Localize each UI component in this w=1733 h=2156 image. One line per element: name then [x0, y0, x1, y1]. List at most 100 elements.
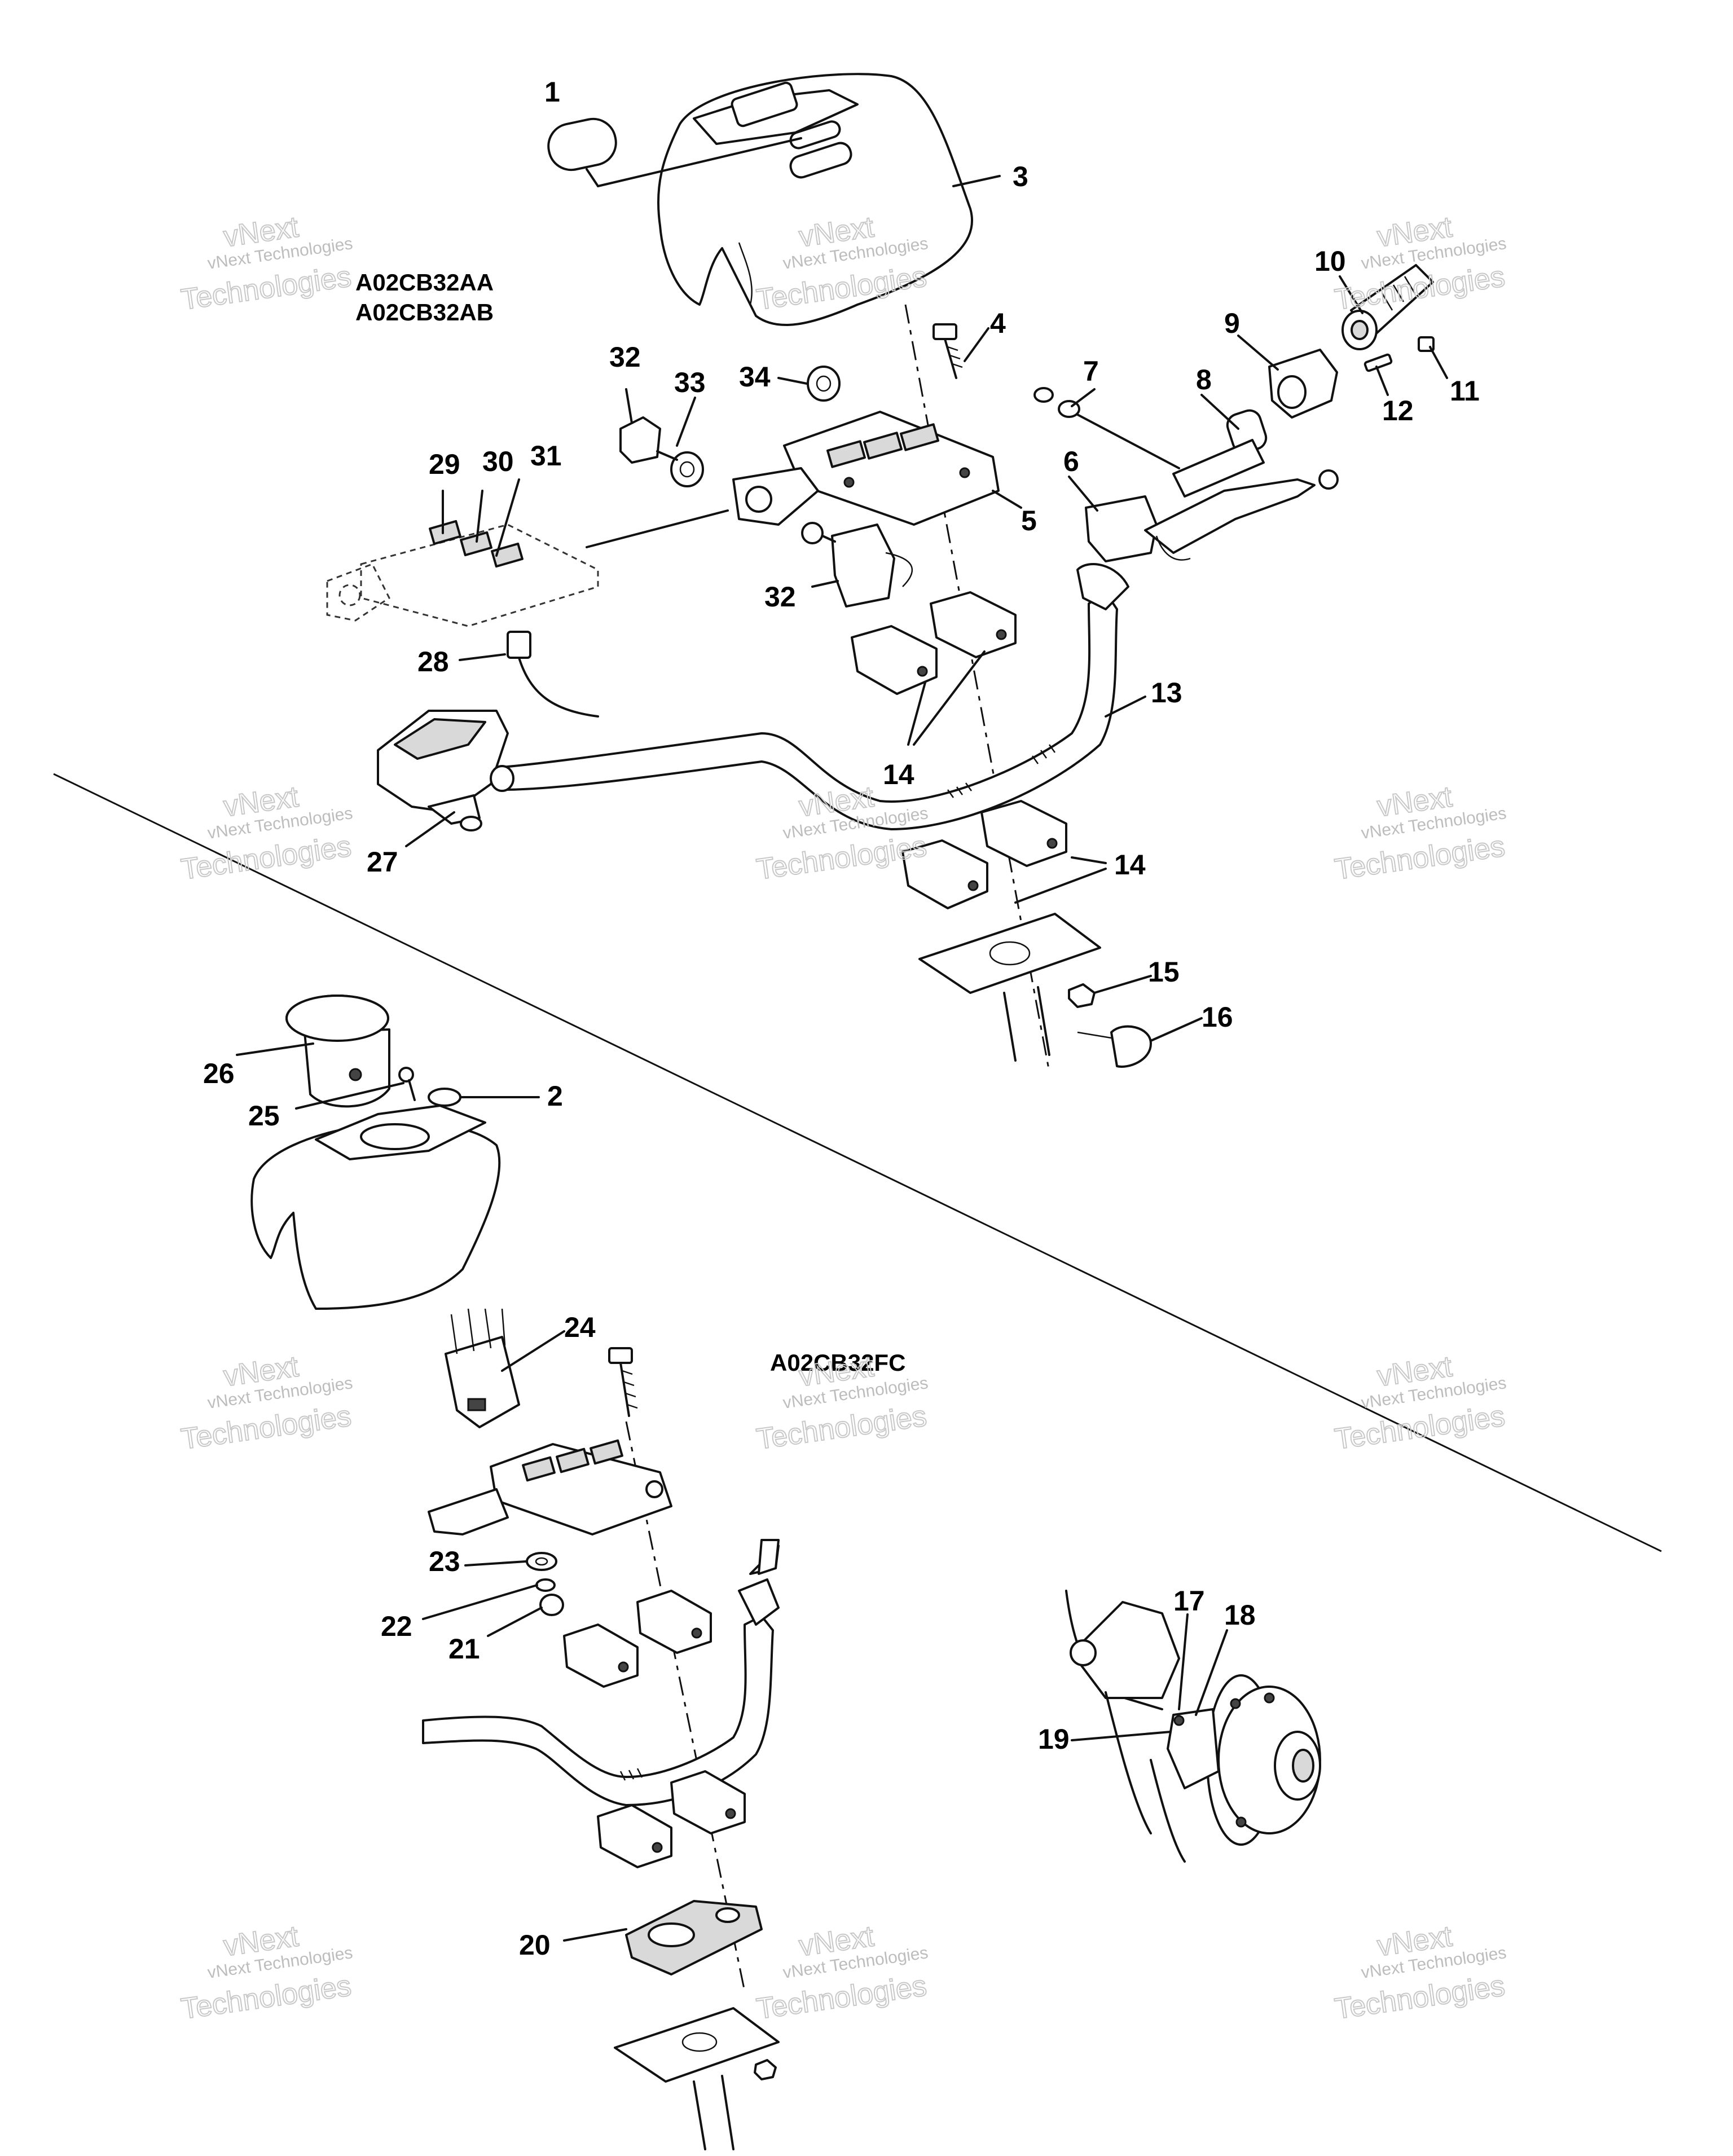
watermark-12: vNext vNext Technologies Technologies: [1332, 1919, 1508, 2026]
callout-32b: 32: [764, 581, 796, 613]
callout-26: 26: [203, 1058, 235, 1089]
callout-29: 29: [429, 448, 460, 480]
callout-32a: 32: [609, 341, 641, 373]
callout-34: 34: [739, 361, 771, 393]
part-5-bracket: [732, 411, 1000, 526]
callout-8: 8: [1196, 364, 1212, 395]
callout-24: 24: [564, 1312, 596, 1343]
callout-30: 30: [482, 446, 514, 477]
callout-23: 23: [429, 1546, 460, 1577]
part-12-screw: [1363, 353, 1393, 372]
callout-17: 17: [1173, 1585, 1205, 1617]
watermark-3: vNext vNext Technologies Technologies: [1332, 210, 1508, 317]
leader-1: [586, 168, 599, 187]
callout-12: 12: [1382, 395, 1414, 426]
part-33-ring: [670, 451, 704, 487]
callout-19: 19: [1038, 1723, 1070, 1755]
part-8-sleeve: [1172, 409, 1268, 498]
steering-plate-bottom: [614, 2007, 780, 2150]
steering-plate-top: [918, 913, 1101, 1062]
callout-13: 13: [1151, 677, 1182, 709]
handlebar-bottom: [422, 1539, 780, 1806]
callout-1: 1: [544, 76, 560, 108]
section-divider-line: [53, 773, 1662, 1552]
model-code-top-a: A02CB32AA: [355, 269, 494, 296]
svg-text:Technologies: Technologies: [755, 830, 929, 886]
part-1-pad: [547, 117, 617, 171]
callout-14a: 14: [883, 759, 914, 790]
part-25-screw: [398, 1067, 416, 1101]
callout-7: 7: [1083, 355, 1099, 387]
callout-16: 16: [1202, 1001, 1233, 1033]
part-14-clamps-upper: [851, 591, 1017, 695]
watermark-11: vNext vNext Technologies Technologies: [754, 1919, 930, 2026]
bolt-bottom: [608, 1347, 638, 1417]
part-4-bolt: [933, 323, 963, 379]
callout-2: 2: [547, 1080, 563, 1112]
part-9-throttle-housing: [1268, 349, 1338, 419]
callout-10: 10: [1314, 245, 1346, 277]
part-3-cover: [657, 73, 974, 326]
part-13-handlebar: [490, 591, 1118, 830]
part-7-adjuster: [1033, 387, 1180, 469]
clamps-bottom-lower: [597, 1770, 746, 1868]
callout-20: 20: [519, 1929, 551, 1961]
bracket-bottom: [428, 1439, 672, 1535]
callout-33: 33: [674, 367, 706, 398]
watermark-7: vNext vNext Technologies Technologies: [179, 1349, 354, 1457]
svg-text:Technologies: Technologies: [755, 1969, 929, 2026]
part-15-nut: [1068, 983, 1096, 1008]
callout-9: 9: [1224, 307, 1240, 339]
part-20-riser: [625, 1900, 763, 1975]
svg-text:Technologies: Technologies: [1333, 1969, 1507, 2026]
callout-22: 22: [381, 1611, 412, 1642]
leader-lines: [236, 175, 1448, 1942]
callout-21: 21: [448, 1633, 480, 1665]
part-26-gauge: [285, 995, 390, 1108]
svg-text:Technologies: Technologies: [179, 830, 354, 886]
part-6-master-cylinder: [1076, 469, 1339, 610]
svg-text:Technologies: Technologies: [755, 1400, 929, 1456]
part-27-switch-housing: [377, 710, 509, 831]
callout-14b: 14: [1114, 849, 1146, 881]
part-29-31-switch-plate-ghost: [326, 520, 599, 627]
callout-11: 11: [1450, 375, 1480, 407]
watermark-9: vNext vNext Technologies Technologies: [1332, 1349, 1508, 1457]
svg-text:Technologies: Technologies: [179, 260, 354, 316]
callout-5: 5: [1021, 505, 1037, 536]
callout-3: 3: [1013, 161, 1028, 192]
part-14-clamps-lower: [901, 800, 1067, 909]
model-code-top-b: A02CB32AB: [355, 299, 494, 325]
svg-text:Technologies: Technologies: [179, 1969, 354, 2026]
model-code-bottom: A02CB32FC: [770, 1349, 905, 1376]
pod-housing-bottom: [250, 1105, 501, 1310]
watermark-4: vNext vNext Technologies Technologies: [179, 780, 354, 887]
part-24-switch-block: [445, 1308, 520, 1428]
watermark-1: vNext vNext Technologies Technologies: [179, 210, 354, 317]
callout-31: 31: [530, 440, 562, 472]
svg-text:Technologies: Technologies: [179, 1400, 354, 1456]
part-10-grip: [1341, 264, 1434, 350]
axis-line-bottom: [625, 1421, 746, 1992]
svg-text:Technologies: Technologies: [1333, 1400, 1507, 1456]
part-21-nut: [539, 1594, 564, 1616]
callout-4: 4: [990, 307, 1006, 339]
part-34-nut: [807, 366, 841, 402]
part-16-clip: [1077, 1025, 1152, 1068]
part-2-o-ring: [428, 1088, 461, 1107]
wheel-hub-inset: [1065, 1590, 1321, 1863]
watermark-10: vNext vNext Technologies Technologies: [179, 1919, 354, 2026]
callout-18: 18: [1224, 1599, 1256, 1631]
watermark-6: vNext vNext Technologies Technologies: [1332, 780, 1508, 887]
callout-6: 6: [1063, 446, 1079, 477]
svg-text:Technologies: Technologies: [1333, 830, 1507, 886]
callout-28: 28: [417, 646, 449, 677]
part-23-washer: [526, 1552, 557, 1571]
callout-27: 27: [367, 846, 398, 878]
part-22-lock-washer: [535, 1578, 556, 1592]
part-32-switch-top: [619, 416, 678, 464]
part-28-connector: [507, 631, 599, 718]
callout-25: 25: [248, 1100, 280, 1132]
clamps-bottom-upper: [563, 1590, 712, 1688]
